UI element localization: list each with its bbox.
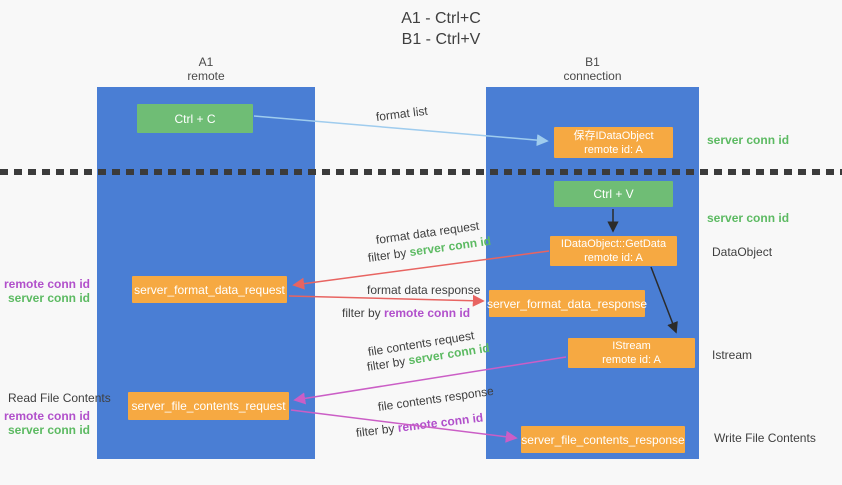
label-write-file-contents: Write File Contents xyxy=(714,431,816,445)
diagram-title: A1 - Ctrl+C B1 - Ctrl+V xyxy=(321,8,561,50)
node-ctrl-v-label: Ctrl + V xyxy=(593,187,634,201)
label-filter-by-text: filter by xyxy=(367,245,408,265)
node-istream: IStream remote id: A xyxy=(568,338,695,368)
node-ctrl-c-label: Ctrl + C xyxy=(174,111,216,126)
node-istream-line1: IStream xyxy=(612,340,651,352)
node-ctrl-v: Ctrl + V xyxy=(554,181,673,207)
label-istream: Istream xyxy=(712,348,753,362)
label-conn-id-pair-file: remote conn id server conn id xyxy=(0,409,90,437)
label-dataobject: DataObject xyxy=(712,245,773,259)
label-server-conn-id-mid: server conn id xyxy=(707,211,790,225)
lane-a1-subtitle: remote xyxy=(187,69,225,83)
label-filter-by-remote-conn-id-file: filter by remote conn id xyxy=(355,410,484,440)
label-conn-id-pair-format: remote conn id server conn id xyxy=(0,277,90,305)
lane-b1-subtitle: connection xyxy=(563,69,622,83)
label-format-list: format list xyxy=(375,103,429,124)
node-istream-line2: remote id: A xyxy=(602,354,661,366)
lane-b1-title: B1 xyxy=(585,55,600,69)
node-ctrl-c: Ctrl + C xyxy=(137,104,253,133)
label-remote-conn-id-file: remote conn id xyxy=(3,409,90,423)
node-server-file-contents-response-label: server_file_contents_response xyxy=(521,432,685,447)
node-server-format-data-request-label: server_format_data_request xyxy=(134,282,285,297)
label-server-conn-id-file: server conn id xyxy=(7,423,90,437)
lane-a1-title: A1 xyxy=(198,55,214,69)
label-server-conn-id-format: server conn id xyxy=(7,291,90,305)
node-save-idataobject-line1: 保存IDataObject xyxy=(573,129,654,142)
node-server-file-contents-response: server_file_contents_response xyxy=(521,426,685,453)
label-filter-by-text: filter by xyxy=(342,306,381,320)
label-file-contents-response: file contents response xyxy=(377,383,495,414)
lane-b1-header: B1 connection xyxy=(486,55,699,83)
label-remote-conn-id-highlight: remote conn id xyxy=(384,306,471,320)
node-idataobject-getdata-line1: IDataObject::GetData xyxy=(560,238,667,250)
dotted-divider-line xyxy=(0,169,842,175)
node-idataobject-getdata: IDataObject::GetData remote id: A xyxy=(550,236,677,266)
diagram-title-line2: B1 - Ctrl+V xyxy=(401,31,481,48)
node-server-format-data-response-label: server_format_data_response xyxy=(486,296,648,311)
label-remote-conn-id-format: remote conn id xyxy=(3,277,90,291)
node-idataobject-getdata-line2: remote id: A xyxy=(584,252,643,264)
label-format-data-response: format data response xyxy=(367,283,481,297)
node-server-file-contents-request-label: server_file_contents_request xyxy=(131,399,286,413)
label-filter-by-text: filter by xyxy=(355,421,396,440)
label-remote-conn-id-highlight: remote conn id xyxy=(396,410,484,435)
node-save-idataobject: 保存IDataObject remote id: A xyxy=(554,127,673,158)
label-filter-by-remote-conn-id-format: filter by remote conn id xyxy=(342,306,470,320)
label-server-conn-id-top: server conn id xyxy=(707,133,790,147)
label-read-file-contents: Read File Contents xyxy=(8,391,111,405)
diagram-title-line1: A1 - Ctrl+C xyxy=(401,10,481,27)
lane-a1-header: A1 remote xyxy=(97,55,315,83)
node-server-format-data-request: server_format_data_request xyxy=(132,276,287,303)
node-save-idataobject-line2: remote id: A xyxy=(584,143,643,156)
node-server-file-contents-request: server_file_contents_request xyxy=(128,392,289,420)
node-server-format-data-response: server_format_data_response xyxy=(486,290,648,317)
